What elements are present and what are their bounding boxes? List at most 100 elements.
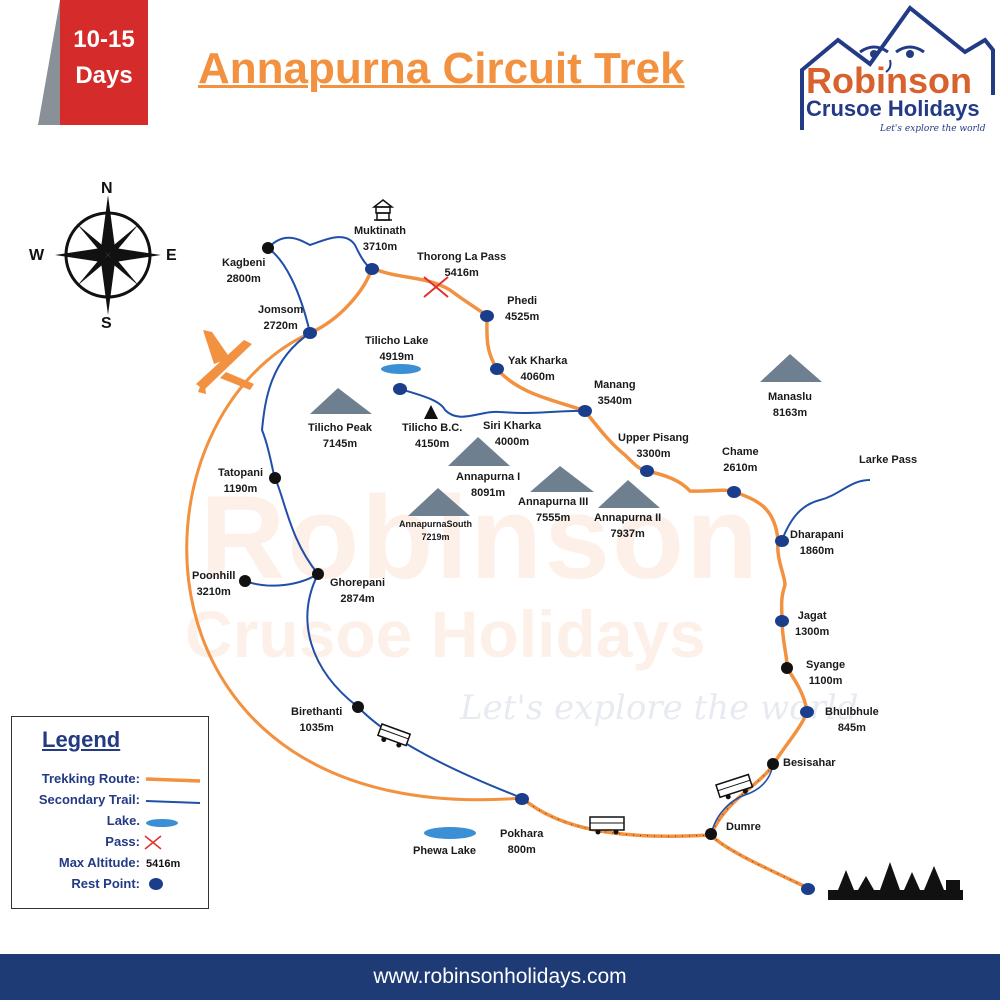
rest-point-bhulbhule — [800, 706, 814, 718]
point-poonhill — [239, 575, 251, 587]
label-phewa-lake: Phewa Lake — [413, 845, 476, 857]
point-kagbeni — [262, 242, 274, 254]
footer-url[interactable]: www.robinsonholidays.com — [0, 954, 1000, 1000]
badge-shadow — [38, 0, 60, 125]
rest-point-dharapani — [775, 535, 789, 547]
bus-icon-besisahar — [715, 773, 754, 800]
legend-pass: Pass: — [105, 834, 140, 849]
point-birethanti — [352, 701, 364, 713]
trail-kagbeni-jomsom — [267, 247, 311, 334]
compass-rose-icon — [55, 195, 161, 315]
rest-point-phedi — [480, 310, 494, 322]
point-ghorepani — [312, 568, 324, 580]
label-besisahar: Besisahar — [783, 757, 836, 769]
trail-larke-pass — [781, 479, 871, 541]
trail-poonhill — [244, 573, 319, 587]
flight-route — [185, 331, 523, 802]
compass-w: W — [29, 247, 45, 264]
label-tilicho-bc: Tilicho B.C.4150m — [402, 422, 463, 450]
tilicho-peak-mountain-icon — [310, 388, 372, 414]
logo-name: Robinson — [806, 60, 972, 101]
compass-s: S — [101, 315, 112, 332]
watermark-tagline: Let's explore the world — [460, 688, 859, 728]
tilicho-lake-icon — [381, 364, 421, 374]
legend-symbols — [144, 777, 201, 890]
label-larke-pass: Larke Pass — [859, 454, 918, 466]
logo-subname: Crusoe Holidays — [806, 96, 980, 121]
watermark-line1: Robinson — [200, 472, 761, 604]
duration-unit: Days — [75, 62, 133, 89]
rest-point-chame — [727, 486, 741, 498]
compass-e: E — [166, 247, 177, 264]
trail-tilicho — [399, 388, 586, 418]
phewa-lake-icon — [424, 827, 476, 839]
point-dumre — [705, 828, 717, 840]
skyline-icon — [828, 862, 963, 900]
compass-n: N — [101, 180, 113, 197]
rest-point-pokhara — [515, 793, 529, 805]
watermark-line2: Crusoe Holidays — [185, 597, 706, 671]
temple-icon — [371, 199, 395, 221]
logo-mountain-icon — [800, 5, 995, 130]
legend-max-altitude-value: 5416m — [146, 858, 181, 870]
tent-icon — [424, 405, 438, 419]
annapurna-3-mountain-icon — [530, 466, 594, 492]
rest-point-end — [801, 883, 815, 895]
legend-trek-line — [145, 777, 201, 783]
manaslu-mountain-icon — [760, 354, 822, 382]
trekking-route-main — [309, 265, 809, 890]
rest-point-muktinath — [365, 263, 379, 275]
legend-max-altitude: Max Altitude: — [58, 855, 140, 870]
annapurna-2-mountain-icon — [598, 480, 660, 508]
duration-number: 10-15 — [73, 26, 135, 53]
thorong-la-pass-icon — [423, 276, 449, 298]
point-syange — [781, 662, 793, 674]
label-dumre: Dumre — [726, 821, 761, 833]
airplane-icon — [196, 330, 254, 394]
rest-point-jagat — [775, 615, 789, 627]
legend-secondary-trail: Secondary Trail: — [38, 792, 140, 807]
legend-trail-line — [145, 800, 201, 804]
rest-point-jomsom — [303, 327, 317, 339]
trail-jomsom-ghorepani — [260, 332, 319, 575]
legend-title: Legend — [42, 727, 121, 752]
rest-point-yak-kharka — [490, 363, 504, 375]
legend-rest-point: Rest Point: — [71, 876, 140, 891]
annapurna-1-mountain-icon — [448, 437, 510, 466]
trail-ghorepani-pokhara — [306, 573, 523, 799]
legend-lake: Lake. — [106, 813, 140, 828]
point-tatopani — [269, 472, 281, 484]
rest-point-upper-pisang — [640, 465, 654, 477]
rest-point-tilicho — [393, 383, 407, 395]
legend-lake-icon — [146, 819, 178, 827]
trail-kagbeni-muktinath — [267, 236, 373, 269]
logo-tagline: Let's explore the world — [880, 124, 986, 134]
duration-badge: 10-15 Days — [60, 0, 148, 125]
rest-point-manang — [578, 405, 592, 417]
